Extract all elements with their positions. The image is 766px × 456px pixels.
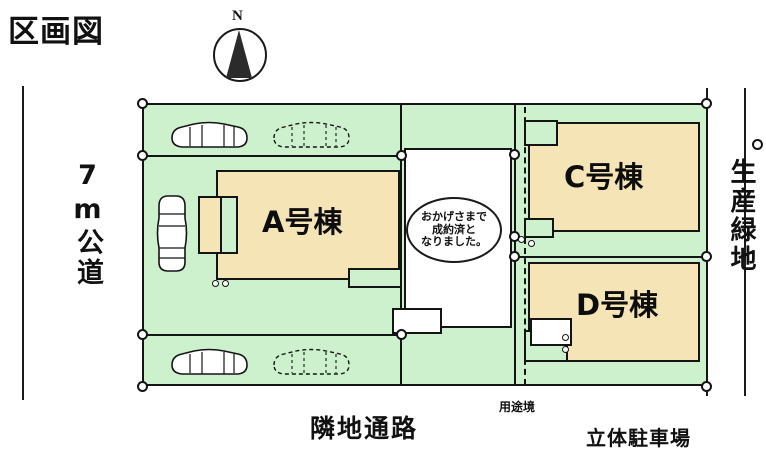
car-icon-south-dashed: [270, 345, 352, 377]
boundary-node-nw: [137, 98, 148, 109]
utility-dot-c-2: [528, 240, 535, 247]
east-land-label: 生産緑地: [726, 158, 756, 274]
boundary-node-w-mid2: [137, 329, 148, 340]
divider-center-west: [400, 105, 402, 384]
boundary-node-ne: [701, 98, 712, 109]
boundary-node-se: [701, 381, 712, 392]
west-road-edge-line: [22, 86, 24, 400]
utility-dot-d-2: [562, 346, 569, 353]
page-title: 区画図: [8, 14, 104, 50]
car-icon-north-solid: [168, 118, 250, 150]
divider-east-cd: [516, 256, 706, 258]
car-icon-south-solid: [168, 345, 250, 377]
boundary-node-road-n: [752, 139, 763, 150]
sold-stamp: おかげさまで 成約済と なりました。: [406, 197, 502, 263]
compass-needle-icon: [226, 30, 252, 78]
building-d-label: D号棟: [576, 288, 659, 322]
building-a-wing: [198, 196, 222, 254]
building-d-annex: [530, 318, 572, 346]
building-c-notch-southwest: [524, 218, 554, 238]
use-boundary-dashed-line: [524, 107, 526, 385]
divider-north-parking: [144, 155, 402, 157]
use-boundary-label: 用途境: [499, 400, 536, 414]
boundary-node-w-mid1: [137, 150, 148, 161]
boundary-node-center-s: [396, 329, 407, 340]
compass-north-label: N: [232, 8, 243, 24]
divider-south-parking: [144, 334, 402, 336]
boundary-node-center-n: [396, 150, 407, 161]
south-passage-label: 隣地通路: [310, 414, 419, 443]
utility-dot-a-1: [212, 280, 219, 287]
building-a-notch-southeast: [348, 268, 402, 288]
boundary-node-use-n: [509, 149, 520, 160]
parking-structure-label: 立体駐車場: [586, 426, 691, 450]
east-boundary-line-outer: [744, 88, 746, 396]
utility-dot-c-1: [518, 236, 525, 243]
sold-stamp-line-3: なりました。: [421, 235, 487, 249]
sold-stamp-line-1: おかげさまで: [421, 209, 487, 223]
building-c-notch-northwest: [524, 120, 558, 146]
building-a-label: A号棟: [262, 205, 343, 239]
west-road-label: 7m公道: [72, 160, 103, 288]
boundary-node-e-mid: [701, 251, 712, 262]
utility-dot-a-2: [222, 280, 229, 287]
divider-center-east: [514, 105, 516, 384]
building-c-label: C号棟: [564, 160, 644, 194]
boundary-node-use-s: [509, 251, 520, 262]
building-c: [528, 122, 700, 232]
sold-stamp-line-2: 成約済と: [432, 222, 476, 236]
utility-dot-d-1: [562, 334, 569, 341]
boundary-node-sw: [137, 381, 148, 392]
car-icon-north-dashed: [270, 118, 352, 150]
car-icon-west-vertical: [156, 192, 188, 274]
